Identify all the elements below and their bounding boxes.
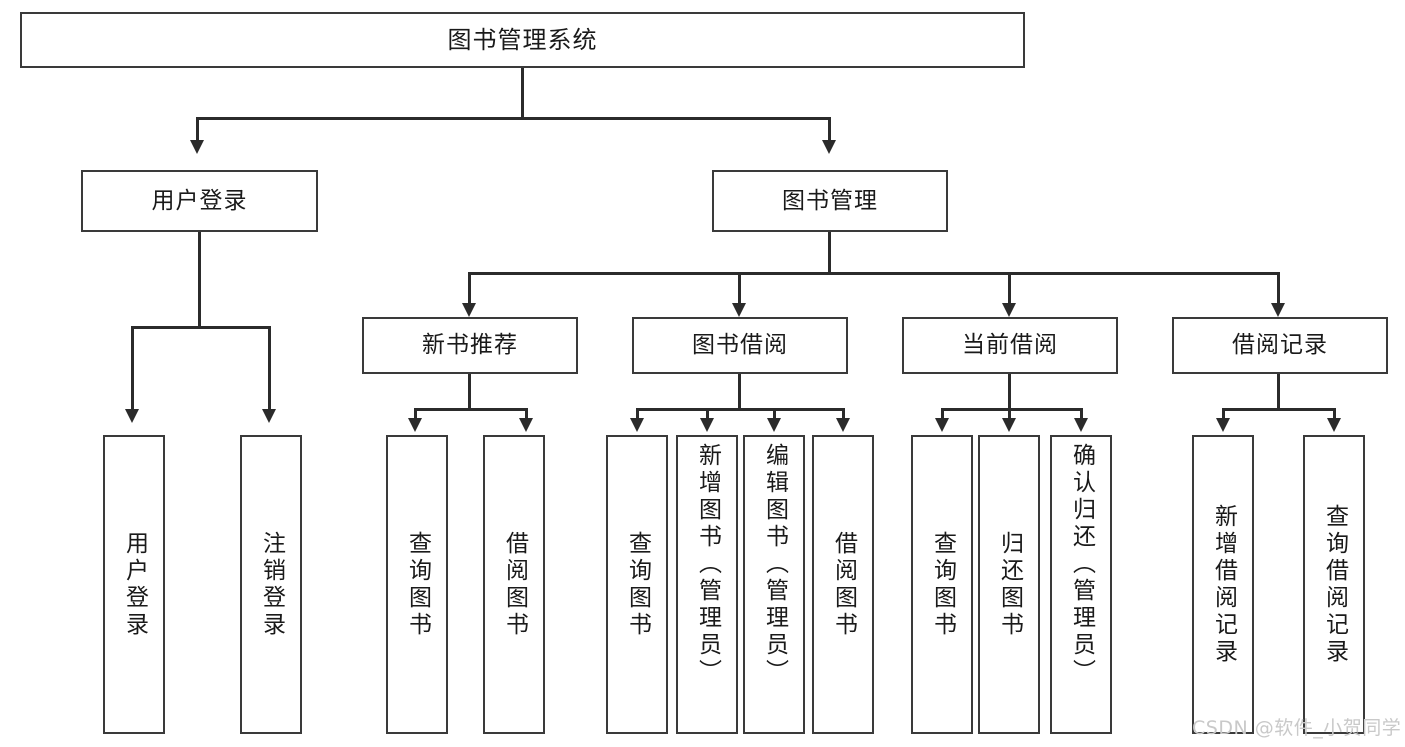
node-label: 图书管理 [782,187,878,214]
node-leaf-borrow-book-2[interactable]: 借阅图书 [812,435,874,734]
connector-drop-leaf-user-login [131,326,134,411]
node-leaf-logout-login[interactable]: 注销登录 [240,435,302,734]
connector-drop-q-book-2 [636,408,639,420]
node-label: 查询图书 [624,530,651,639]
arrow-query-record [1327,418,1341,432]
arrow-confirm-return [1074,418,1088,432]
node-label: 用户登录 [151,187,248,214]
node-leaf-add-book[interactable]: 新增图书（管理员） [676,435,738,734]
node-label: 借阅记录 [1232,332,1328,358]
arrow-borrow-record [1271,303,1285,317]
connector-drop-book-manage [828,117,831,142]
node-label: 新书推荐 [422,332,518,358]
node-book-borrow[interactable]: 图书借阅 [632,317,848,374]
node-label: 查询图书 [929,530,956,639]
connector-book-manage-stem [828,232,831,274]
connector-drop-current-borrow [1008,272,1011,305]
connector-drop-b-book-2 [842,408,845,420]
arrow-leaf-user-login [125,409,139,423]
arrow-b-book-1 [519,418,533,432]
connector-drop-b-book-1 [525,408,528,420]
node-leaf-user-login[interactable]: 用户登录 [103,435,165,734]
node-label: 确认归还（管理员） [1068,443,1095,686]
arrow-q-book-1 [408,418,422,432]
node-leaf-borrow-book-1[interactable]: 借阅图书 [483,435,545,734]
node-new-book-rec[interactable]: 新书推荐 [362,317,578,374]
connector-current-borrow-stem [1008,374,1011,410]
node-label: 用户登录 [121,530,148,639]
arrow-b-book-2 [836,418,850,432]
connector-user-login-bus [131,326,271,329]
arrow-book-borrow [732,303,746,317]
arrow-book-manage [822,140,836,154]
node-leaf-edit-book[interactable]: 编辑图书（管理员） [743,435,805,734]
node-label: 新增借阅记录 [1210,503,1237,666]
node-leaf-query-record[interactable]: 查询借阅记录 [1303,435,1365,734]
node-book-manage[interactable]: 图书管理 [712,170,948,232]
node-label: 借阅图书 [501,530,528,639]
connector-drop-add-record [1222,408,1225,420]
node-leaf-query-book-3[interactable]: 查询图书 [911,435,973,734]
connector-drop-q-book-1 [414,408,417,420]
connector-current-borrow-bus [941,408,1083,411]
connector-root-bus [196,117,831,120]
connector-user-login-stem [198,232,201,328]
node-label: 新增图书（管理员） [694,443,721,686]
connector-borrow-record-stem [1277,374,1280,410]
node-leaf-confirm-return[interactable]: 确认归还（管理员） [1050,435,1112,734]
connector-drop-q-book-3 [941,408,944,420]
connector-book-manage-bus [468,272,1280,275]
connector-new-book-rec-stem [468,374,471,410]
arrow-q-book-3 [935,418,949,432]
connector-drop-new-book-rec [468,272,471,305]
node-label: 图书管理系统 [447,26,598,54]
connector-drop-add-book [706,408,709,420]
csdn-watermark: CSDN @软件_小贺同学 [1192,717,1402,739]
arrow-current-borrow [1002,303,1016,317]
connector-drop-book-borrow [738,272,741,305]
node-current-borrow[interactable]: 当前借阅 [902,317,1118,374]
connector-drop-user-login [196,117,199,142]
node-label: 查询图书 [404,530,431,639]
connector-drop-leaf-logout-login [268,326,271,411]
connector-root-stem [521,68,524,119]
connector-drop-query-record [1333,408,1336,420]
arrow-leaf-logout-login [262,409,276,423]
node-label: 当前借阅 [962,332,1058,358]
connector-drop-return-book [1008,408,1011,420]
arrow-q-book-2 [630,418,644,432]
node-leaf-return-book[interactable]: 归还图书 [978,435,1040,734]
connector-drop-borrow-record [1277,272,1280,305]
arrow-new-book-rec [462,303,476,317]
arrow-return-book [1002,418,1016,432]
connector-book-borrow-bus [636,408,845,411]
connector-new-book-rec-bus [414,408,528,411]
node-label: 注销登录 [258,530,285,639]
node-label: 借阅图书 [830,530,857,639]
node-leaf-add-record[interactable]: 新增借阅记录 [1192,435,1254,734]
node-leaf-query-book-1[interactable]: 查询图书 [386,435,448,734]
connector-borrow-record-bus [1222,408,1336,411]
arrow-add-record [1216,418,1230,432]
arrow-user-login [190,140,204,154]
node-user-login[interactable]: 用户登录 [81,170,318,232]
node-borrow-record[interactable]: 借阅记录 [1172,317,1388,374]
node-label: 查询借阅记录 [1321,503,1348,666]
connector-drop-confirm-return [1080,408,1083,420]
node-leaf-query-book-2[interactable]: 查询图书 [606,435,668,734]
arrow-add-book [700,418,714,432]
node-label: 归还图书 [996,530,1023,639]
connector-drop-edit-book [773,408,776,420]
node-root-book-management-system[interactable]: 图书管理系统 [20,12,1025,68]
arrow-edit-book [767,418,781,432]
node-label: 图书借阅 [692,332,788,358]
connector-book-borrow-stem [738,374,741,410]
node-label: 编辑图书（管理员） [761,443,788,686]
